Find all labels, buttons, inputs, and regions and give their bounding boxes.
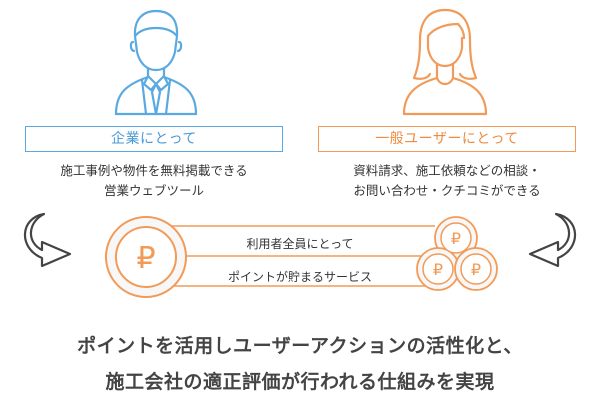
business-desc-line1: 施工事例や物件を無料掲載できる xyxy=(60,163,248,178)
points-band xyxy=(145,225,435,287)
coin-stack-icon: ₽ ₽ ₽ xyxy=(416,216,498,291)
stack-coin-symbol-2: ₽ xyxy=(433,260,443,279)
woman-user-icon xyxy=(402,8,488,116)
center-line2: ポイントが貯まるサービス xyxy=(227,270,372,284)
headline-line2: 施工会社の適正評価が行われる仕組みを実現 xyxy=(105,371,495,393)
business-desc-line2: 営業ウェブツール xyxy=(103,183,204,198)
consumer-desc-line1: 資料請求、施工依頼などの相談・ xyxy=(353,163,541,178)
center-line1: 利用者全員にとって xyxy=(246,237,354,251)
stack-coin-symbol-3: ₽ xyxy=(471,260,481,279)
business-description: 施工事例や物件を無料掲載できる 営業ウェブツール xyxy=(25,161,283,201)
headline-line1: ポイントを活用しユーザーアクションの活性化と、 xyxy=(77,335,523,357)
stack-coin-symbol-1: ₽ xyxy=(451,229,461,248)
business-label: 企業にとって xyxy=(25,126,283,152)
businessman-icon xyxy=(114,9,198,116)
consumer-description: 資料請求、施工依頼などの相談・ お問い合わせ・クチコミができる xyxy=(318,161,576,201)
consumer-desc-line2: お問い合わせ・クチコミができる xyxy=(353,183,541,198)
curved-arrow-right-icon xyxy=(528,212,577,268)
consumer-label: 一般ユーザーにとって xyxy=(318,126,576,152)
coin-symbol: ₽ xyxy=(136,241,155,276)
curved-arrow-left-icon xyxy=(23,212,72,268)
point-coin-icon: ₽ xyxy=(105,216,187,298)
